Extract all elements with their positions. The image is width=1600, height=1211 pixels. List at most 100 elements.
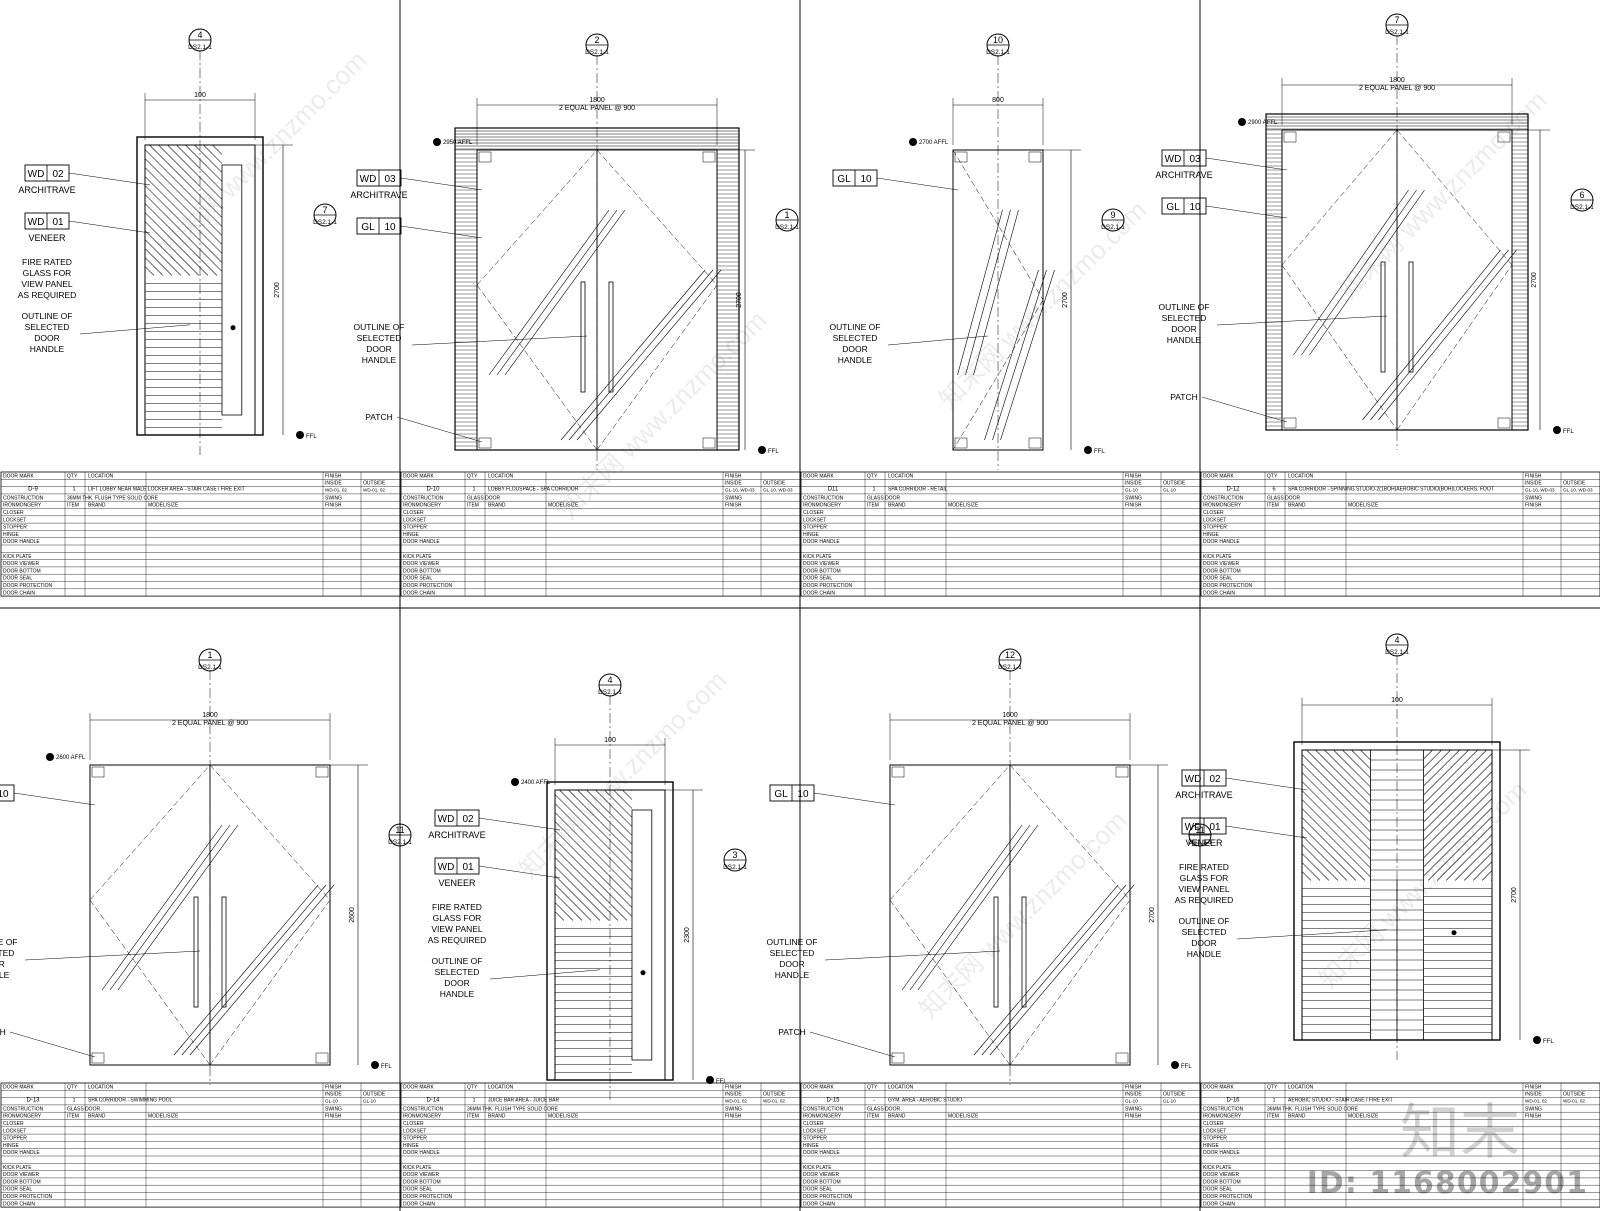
schedule-sub-brand: BRAND — [888, 503, 906, 509]
schedule-sub-finish: FINISH — [1125, 503, 1142, 509]
watermark-site: 知末网 www.znzmo.com — [913, 805, 1132, 1024]
ffl-marker — [1171, 1061, 1179, 1069]
hatch-line — [555, 839, 632, 917]
fire-glass-note: VIEW PANEL — [21, 279, 73, 289]
schedule-sub-brand: BRAND — [88, 1114, 106, 1120]
schedule-row-label: STOPPER — [1203, 1136, 1227, 1142]
hatch-line — [294, 145, 425, 276]
schedule-construction: GLASS DOOR — [1267, 495, 1300, 501]
schedule-door-location: LOBBY FLOUSPACE - SPA CORRIDOR — [488, 487, 579, 493]
schedule-finish-inside: GL-10, WD-03 — [725, 488, 755, 493]
swing-line — [1396, 264, 1513, 431]
hatch-line — [686, 790, 817, 921]
hatch-line — [185, 145, 222, 182]
schedule-row-label: CLOSER — [3, 510, 24, 516]
hatch-line — [1423, 753, 1492, 823]
schedule-header-finish: FINISH — [725, 474, 742, 480]
leader-line — [1236, 929, 1388, 940]
schedule-row-label: DOOR PROTECTION — [403, 583, 453, 589]
handle-note: HANDLE — [362, 355, 397, 365]
hatch-line — [145, 212, 209, 276]
pull-handle — [993, 896, 999, 1008]
level-marker — [46, 753, 54, 761]
schedule-sub-item: ITEM — [1267, 503, 1279, 509]
handle-note: OUTLINE OF — [1158, 302, 1209, 312]
tag-label: ARCHITRAVE — [1155, 170, 1212, 180]
fire-glass-note: FIRE RATED — [1179, 862, 1229, 872]
tag-number: 03 — [384, 174, 396, 185]
schedule-header-finish: FINISH — [1125, 1085, 1142, 1091]
hatch-line — [1545, 750, 1600, 881]
hatch-line — [176, 145, 222, 191]
ffl-text: FFL — [768, 449, 779, 455]
bubble-sheet-ref: DS2.1-1 — [388, 839, 412, 846]
bubble-number: 6 — [1579, 190, 1584, 200]
schedule-row-label: DOOR BOTTOM — [803, 568, 841, 574]
schedule-row-label: DOOR CHAIN — [803, 1201, 835, 1207]
schedule-row-label: LOCKSET — [3, 517, 26, 523]
schedule-header-inside: INSIDE — [1525, 481, 1542, 487]
schedule-row-label: DOOR HANDLE — [803, 1150, 840, 1156]
swing-line — [1009, 764, 1131, 901]
schedule-row-label: KICK PLATE — [3, 1165, 32, 1171]
handle-note: SELECTED — [1182, 927, 1227, 937]
schedule-header-location: LOCATION — [88, 474, 114, 480]
hatch-line — [1445, 834, 1492, 881]
schedule-door-location: LIFT LOBBY NEAR MALE LOCKER AREA - STAIR… — [88, 487, 245, 493]
handle-note: DOOR — [1171, 324, 1197, 334]
schedule-row-label: DOOR VIEWER — [803, 1172, 840, 1178]
schedule-row-label: CLOSER — [1203, 1121, 1224, 1127]
schedule-row-label: DOOR CHAIN — [3, 1201, 35, 1207]
level-marker — [511, 778, 519, 786]
schedule-swing: SWING — [1525, 495, 1542, 501]
door-leaf — [144, 144, 256, 436]
fire-glass-note: AS REQUIRED — [428, 935, 487, 945]
fire-glass-note: FIRE RATED — [432, 902, 482, 912]
patch-fitting — [891, 1052, 905, 1064]
hatch-line — [1454, 843, 1492, 881]
schedule-door-location: SPA CORRIDOR - SPINNING STUDIO-2(1BOH)AE… — [1288, 487, 1494, 493]
schedule-row-label: DOOR VIEWER — [403, 1172, 440, 1178]
schedule-construction: 36MM THK. FLUSH TYPE SOLID CORE — [67, 495, 159, 501]
level-text: 2700 AFFL — [919, 140, 949, 146]
veneer-grain — [455, 130, 739, 150]
door-handle — [230, 325, 236, 331]
schedule-row-label: KICK PLATE — [3, 554, 32, 560]
hatch-line — [577, 790, 632, 845]
schedule-border — [800, 1082, 1201, 1208]
hatch-line — [613, 790, 632, 809]
dimension-text: 2700 — [274, 282, 281, 298]
leader-line — [68, 220, 151, 234]
schedule-sub-model: MODEL/SIZE — [948, 503, 979, 509]
hatch-line — [1436, 825, 1492, 881]
schedule-header-qty: QTY — [867, 474, 878, 480]
hatch-line — [348, 145, 479, 276]
bubble-sheet-ref: DS2.1-1 — [598, 689, 622, 696]
hatch-line — [145, 149, 222, 227]
architrave-jamb — [1266, 129, 1528, 427]
veneer-grain — [145, 283, 222, 428]
patch-fitting — [1028, 437, 1042, 449]
bubble-sheet-ref: DS2.1-1 — [188, 44, 212, 51]
schedule-sub-brand: BRAND — [1288, 503, 1306, 509]
bubble-sheet-ref: DS2.1-1 — [313, 219, 337, 226]
schedule-construction: 36MM THK. FLUSH TYPE SOLID CORE — [1267, 1106, 1359, 1112]
swing-line — [1009, 899, 1131, 1066]
schedule-header-finish: FINISH — [1125, 474, 1142, 480]
leader-line — [478, 817, 561, 831]
schedule-construction: GLASS DOOR — [867, 1106, 900, 1112]
schedule-header-outside: OUTSIDE — [363, 1092, 386, 1098]
schedule-sub-brand: BRAND — [488, 503, 506, 509]
schedule-row-label: CONSTRUCTION — [3, 495, 44, 501]
schedule-row-label: DOOR HANDLE — [3, 1150, 40, 1156]
hatch-line — [158, 145, 222, 209]
pull-handle — [608, 281, 614, 393]
schedule-row-label: DOOR SEAL — [403, 576, 432, 582]
